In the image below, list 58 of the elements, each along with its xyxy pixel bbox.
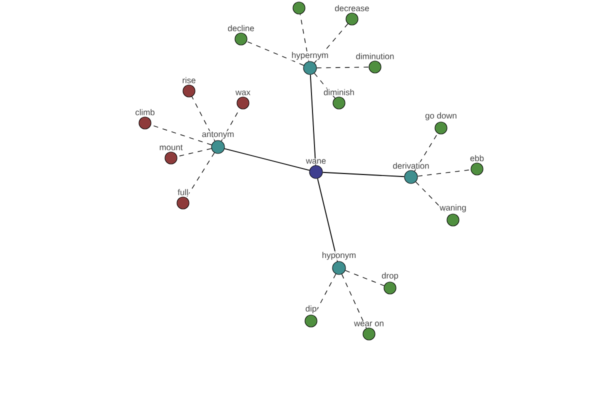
hub-node	[404, 170, 418, 184]
word-node	[368, 60, 382, 74]
word-node	[182, 84, 196, 98]
node-label: derivation	[392, 162, 430, 170]
node-label: antonym	[201, 130, 235, 140]
link-line	[317, 178, 338, 262]
node-label: decline	[226, 24, 256, 32]
node-label: wear on	[353, 320, 385, 327]
dashed-link	[344, 270, 384, 286]
dashed-link	[314, 72, 336, 98]
word-node	[362, 328, 376, 340]
link-line	[224, 148, 310, 171]
dashed-link	[300, 14, 310, 62]
node-label: hypernym	[290, 51, 330, 60]
word-node	[332, 96, 346, 110]
dashed-link	[415, 182, 449, 216]
node-label: dip	[304, 304, 318, 314]
node-label: wane	[305, 158, 327, 164]
word-node	[236, 96, 250, 110]
word-node	[470, 162, 484, 176]
circle-node	[292, 2, 306, 14]
node-label: drop	[380, 272, 400, 281]
word-node	[446, 214, 460, 226]
hub-node	[332, 261, 346, 275]
hub-node	[303, 61, 317, 75]
node-label: rise	[182, 76, 196, 84]
hub-node	[211, 140, 225, 154]
dashed-link	[176, 148, 212, 157]
link-line	[310, 74, 316, 166]
node-label: decrease	[334, 4, 370, 12]
dashed-link	[316, 66, 370, 68]
word-node	[434, 122, 448, 134]
dashed-link	[414, 133, 438, 172]
node-label: climb	[134, 108, 156, 116]
link-line	[322, 172, 405, 178]
node-label: wax	[234, 90, 252, 96]
dashed-link	[192, 96, 216, 142]
word-node	[234, 32, 248, 46]
word-node	[176, 196, 190, 210]
node-label: full	[176, 188, 190, 196]
dashed-link	[150, 124, 212, 146]
dashed-link	[246, 41, 304, 66]
word-node	[384, 282, 396, 294]
word-node	[304, 314, 318, 328]
node-label: go down	[424, 112, 458, 121]
hub-node	[309, 165, 323, 179]
node-label: diminish	[322, 88, 356, 96]
node-label: diminution	[355, 52, 395, 60]
dashed-link	[417, 169, 472, 177]
node-label: ebb	[469, 154, 485, 162]
node-label: waning	[438, 204, 468, 213]
word-node	[346, 12, 358, 26]
node-label: hyponym	[321, 251, 357, 260]
dashed-link	[341, 274, 367, 329]
word-node	[164, 152, 178, 164]
dashed-link	[186, 152, 215, 198]
node-label: mount	[158, 144, 184, 151]
word-node	[138, 116, 152, 130]
